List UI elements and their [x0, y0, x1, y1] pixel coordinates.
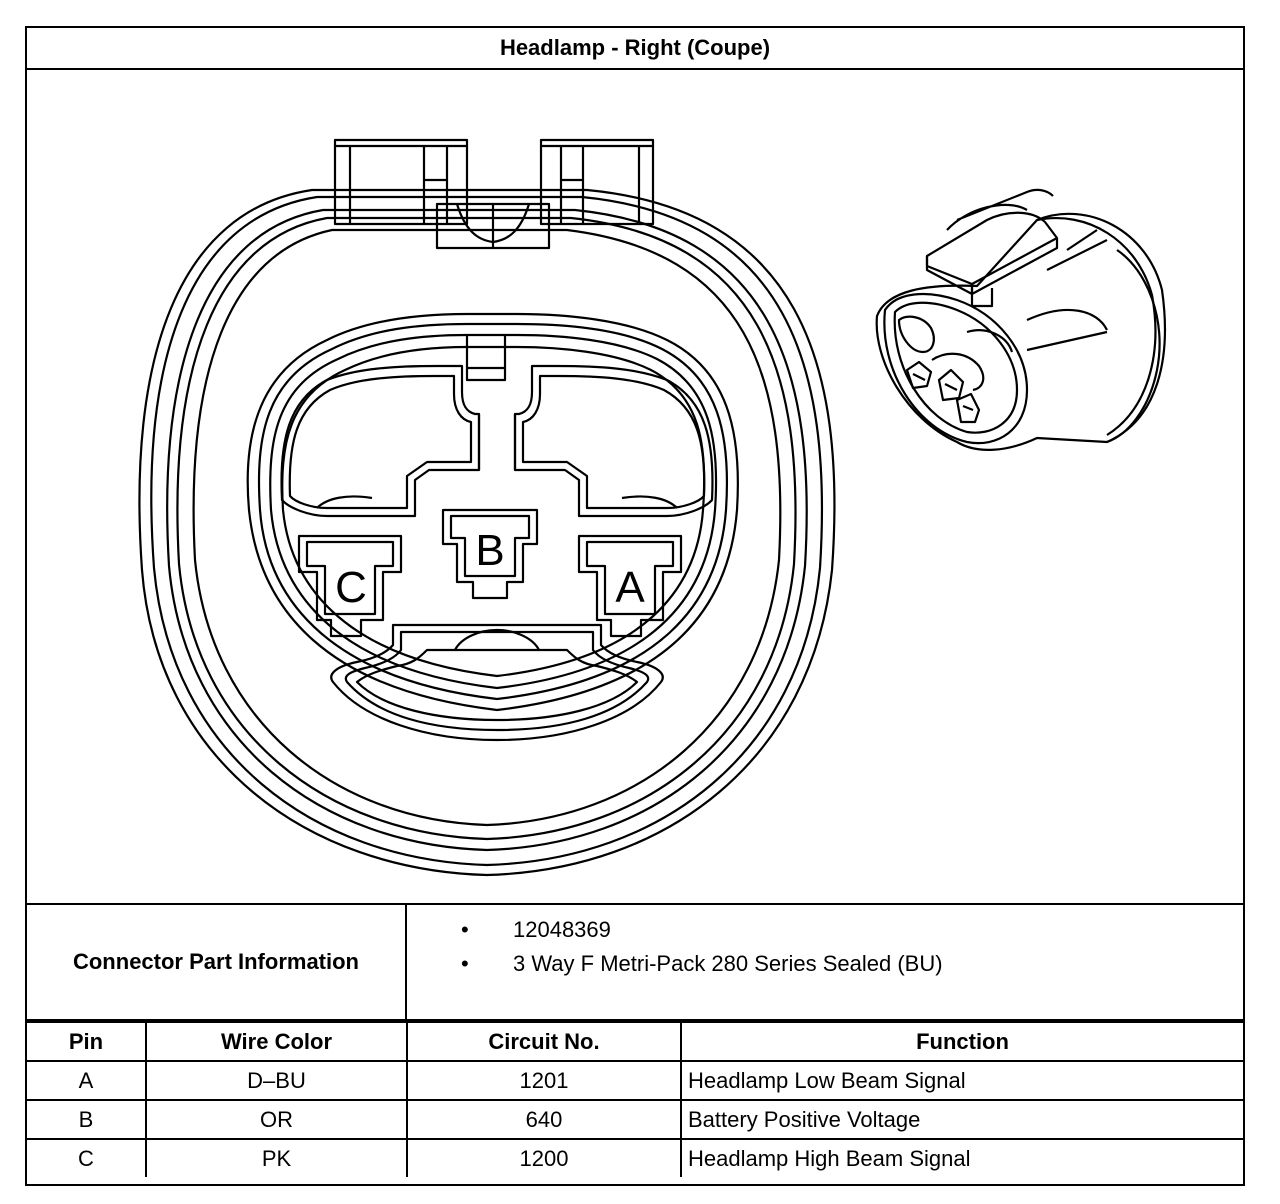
pin-c-label: C	[335, 563, 367, 612]
cell-function: Battery Positive Voltage	[680, 1099, 1243, 1140]
cell-wire-color: PK	[145, 1138, 408, 1177]
connector-face-view: C B A	[138, 138, 836, 877]
connector-diagram: C B A	[138, 138, 1166, 877]
header-wire-color: Wire Color	[145, 1021, 408, 1062]
table-row: A D–BU 1201 Headlamp Low Beam Signal	[27, 1060, 1243, 1101]
pin-table-header-row: Pin Wire Color Circuit No. Function	[27, 1021, 1243, 1062]
part-info-list: 12048369 3 Way F Metri-Pack 280 Series S…	[407, 905, 1243, 1027]
cell-pin: A	[27, 1060, 147, 1101]
connector-drawing-area: C B A	[27, 70, 1243, 903]
pin-table: Pin Wire Color Circuit No. Function A D–…	[27, 1021, 1243, 1177]
table-row: C PK 1200 Headlamp High Beam Signal	[27, 1138, 1243, 1177]
part-number: 12048369	[407, 913, 1243, 947]
cell-pin: B	[27, 1099, 147, 1140]
cell-pin: C	[27, 1138, 147, 1177]
connector-sheet: Headlamp - Right (Coupe)	[25, 26, 1245, 1186]
part-info-label: Connector Part Information	[27, 905, 407, 1019]
cell-wire-color: OR	[145, 1099, 408, 1140]
header-pin: Pin	[27, 1021, 147, 1062]
cell-circuit-no: 1201	[406, 1060, 682, 1101]
connector-isometric-view	[875, 188, 1166, 451]
cell-function: Headlamp Low Beam Signal	[680, 1060, 1243, 1101]
cell-circuit-no: 640	[406, 1099, 682, 1140]
header-function: Function	[680, 1021, 1243, 1062]
connector-part-info: Connector Part Information 12048369 3 Wa…	[27, 903, 1243, 1021]
cell-circuit-no: 1200	[406, 1138, 682, 1177]
connector-description: 3 Way F Metri-Pack 280 Series Sealed (BU…	[407, 947, 1243, 981]
pin-b-label: B	[475, 526, 504, 575]
table-row: B OR 640 Battery Positive Voltage	[27, 1099, 1243, 1140]
cell-wire-color: D–BU	[145, 1060, 408, 1101]
page-title: Headlamp - Right (Coupe)	[27, 28, 1243, 70]
cell-function: Headlamp High Beam Signal	[680, 1138, 1243, 1177]
header-circuit-no: Circuit No.	[406, 1021, 682, 1062]
pin-a-label: A	[615, 563, 645, 612]
